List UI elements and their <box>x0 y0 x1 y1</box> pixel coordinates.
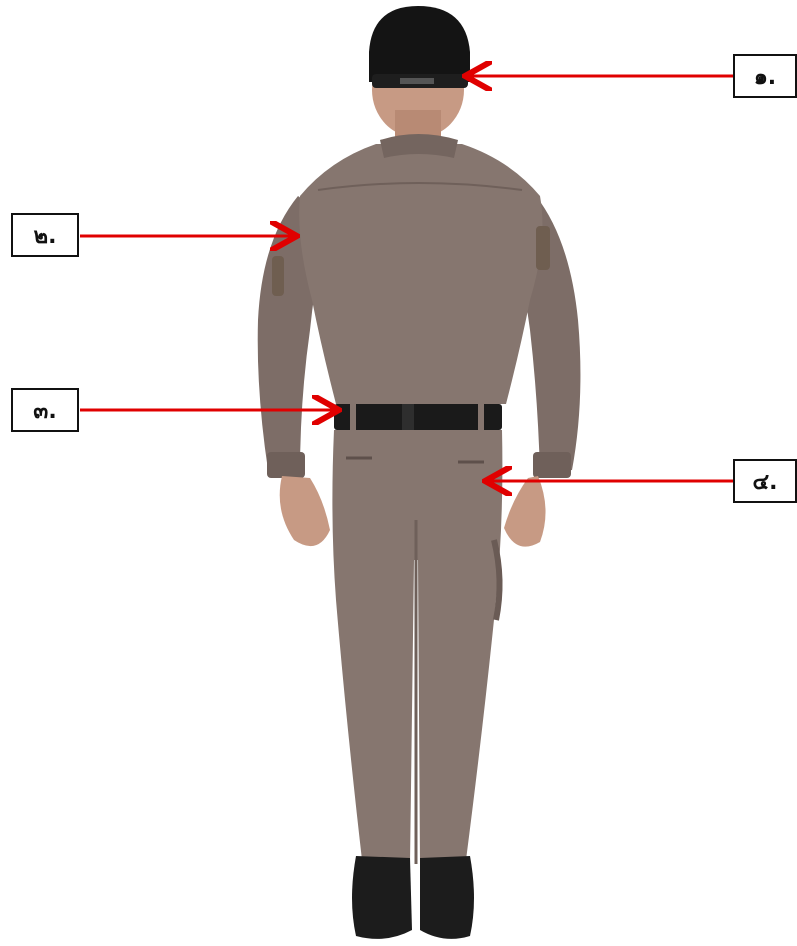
shoulder-patch-left <box>272 256 284 296</box>
left-hand <box>280 476 330 546</box>
left-cuff <box>267 452 305 478</box>
belt <box>334 404 502 430</box>
callout-label-3: ๓. <box>11 388 79 432</box>
shoulder-patch <box>536 226 550 270</box>
right-cuff <box>533 452 571 478</box>
right-hand <box>504 476 546 547</box>
left-boot <box>352 856 412 939</box>
callout-label-1: ๑. <box>733 54 797 98</box>
right-boot <box>420 856 474 939</box>
callout-label-2: ๒. <box>11 213 79 257</box>
person-figure <box>258 6 581 939</box>
cap <box>369 6 470 88</box>
callout-label-4: ๔. <box>733 459 797 503</box>
